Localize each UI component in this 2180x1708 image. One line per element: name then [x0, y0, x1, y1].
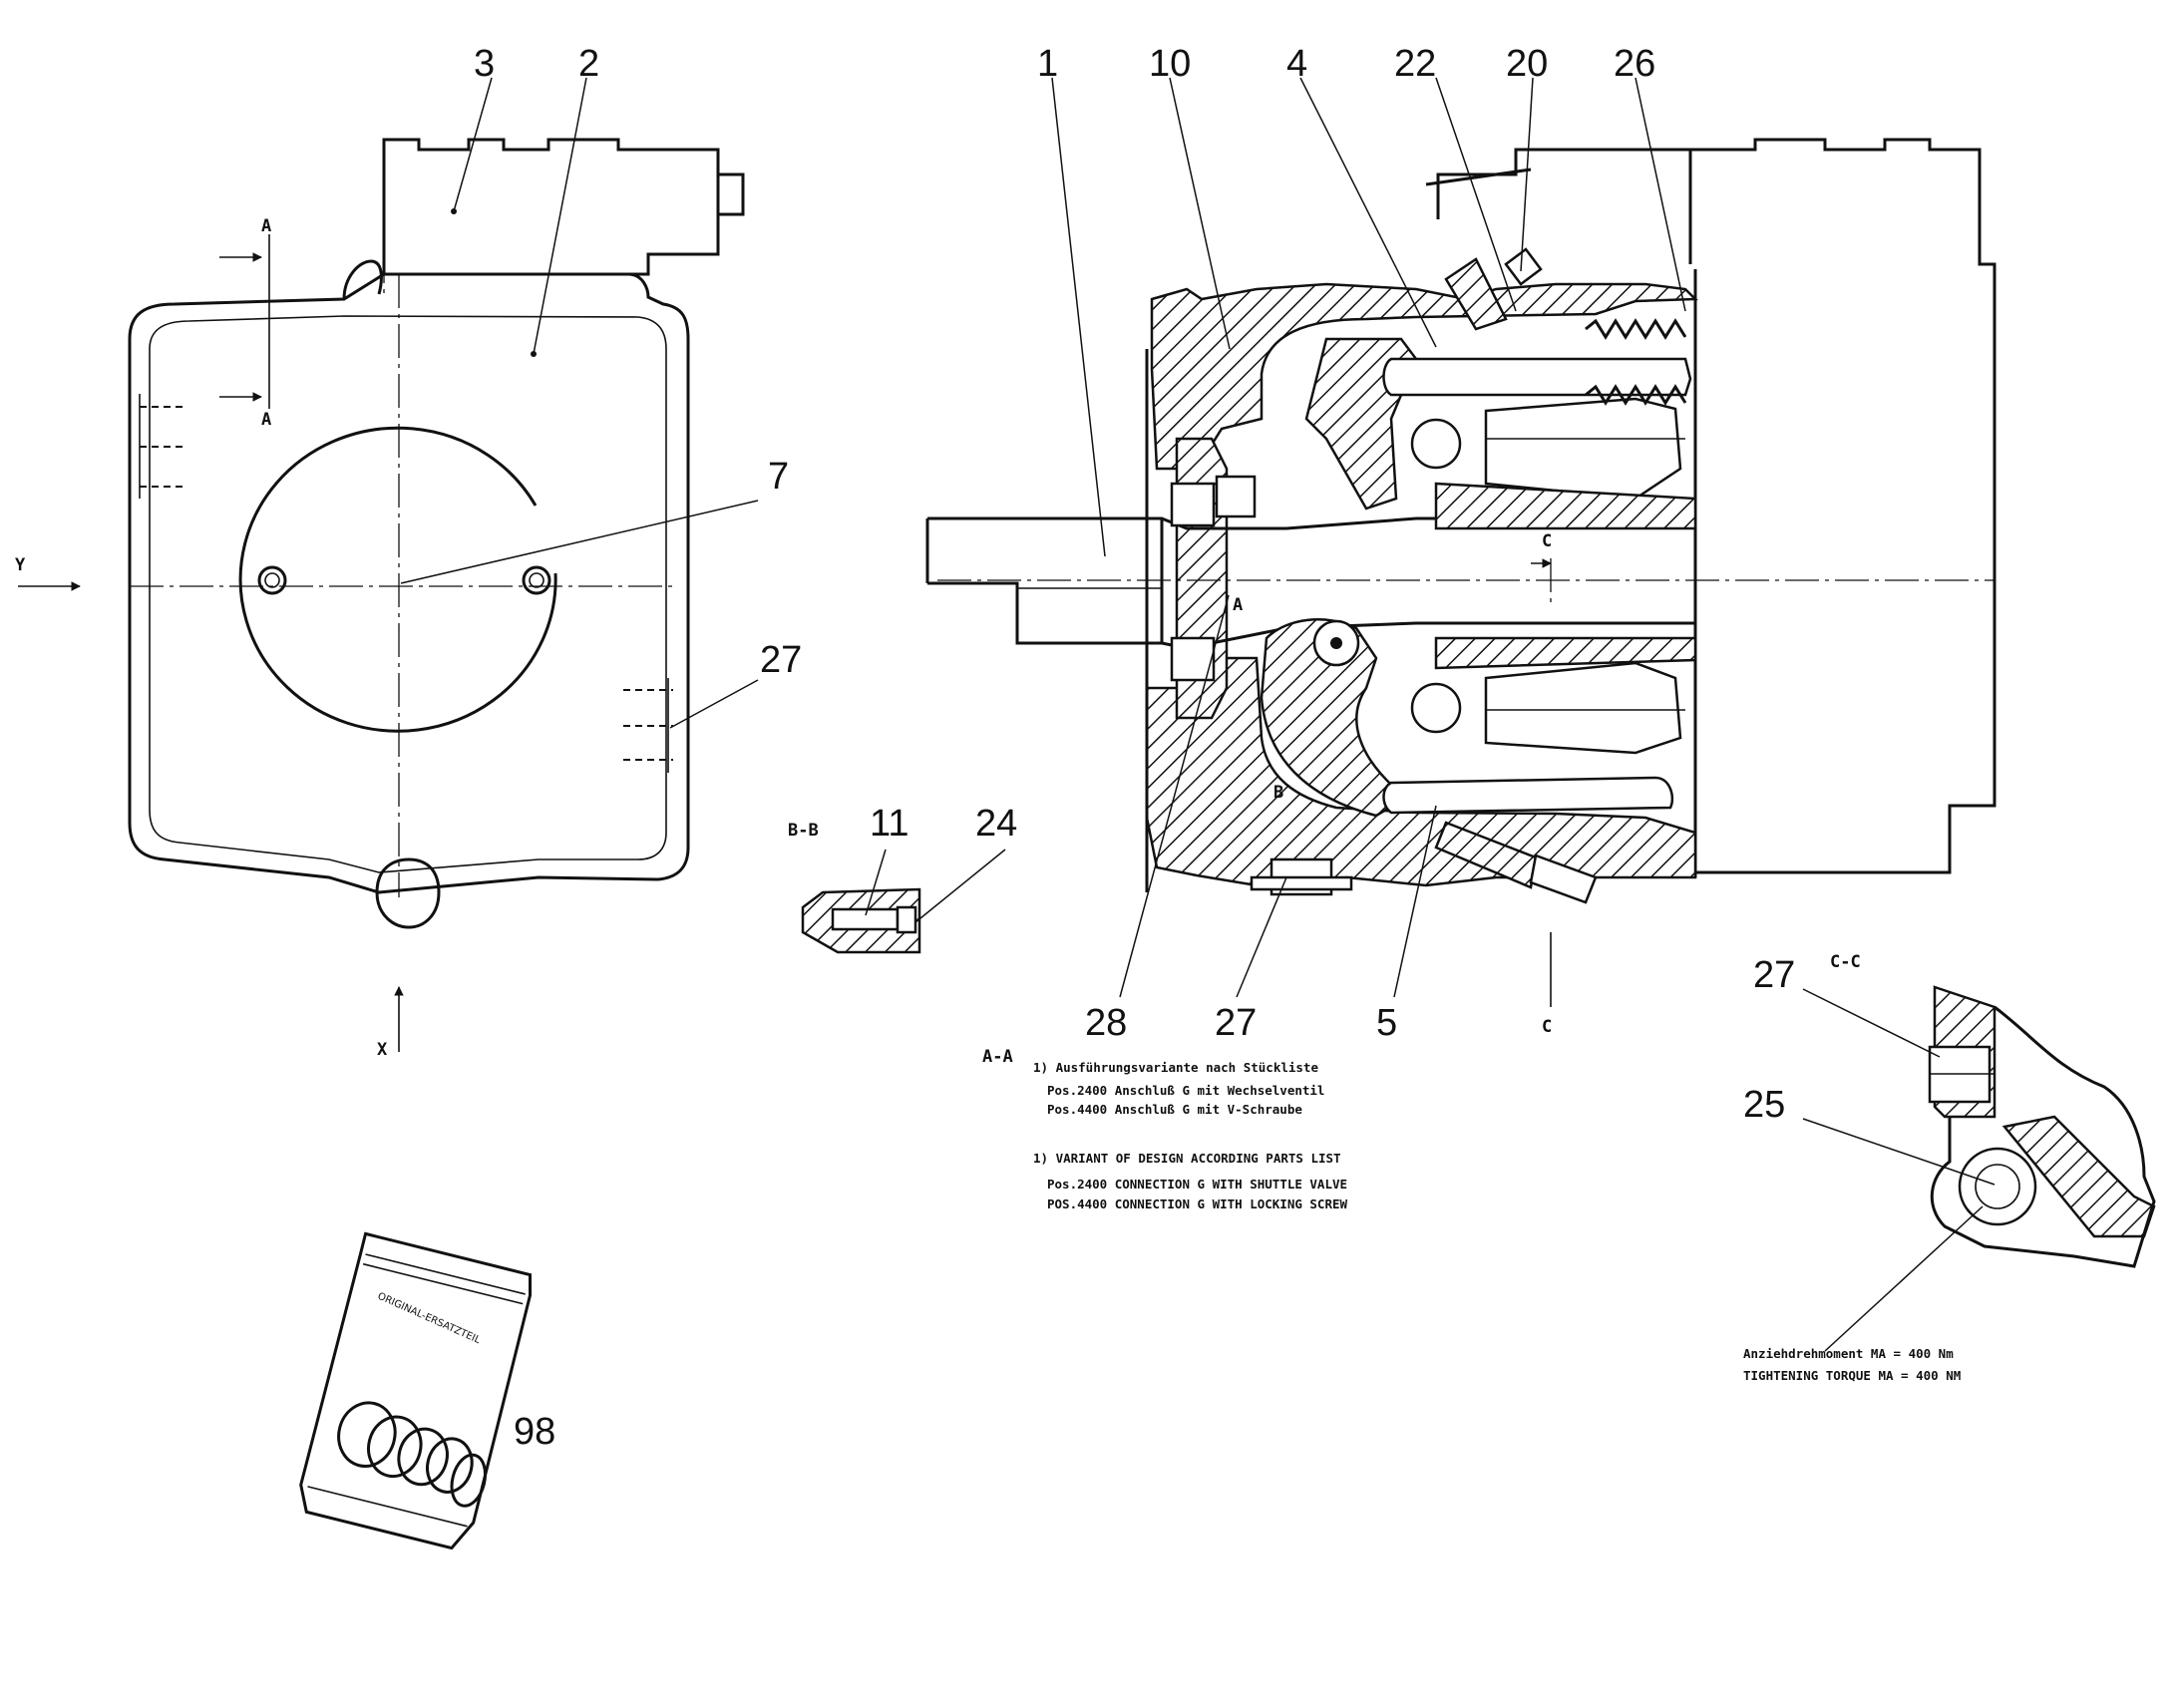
view-label-y: Y	[15, 555, 26, 575]
view-label-b-b: B-B	[788, 821, 819, 841]
view-label-c-bottom: C	[1542, 1017, 1552, 1037]
seal-kit-bag	[299, 1231, 533, 1550]
note-de-line1: 1) Ausführungsvariante nach Stückliste	[1033, 1060, 1318, 1075]
callout-4: 4	[1286, 43, 1307, 85]
note-en-line3: POS.4400 CONNECTION G WITH LOCKING SCREW	[1047, 1196, 1347, 1211]
callout-25: 25	[1743, 1084, 1785, 1126]
note-de-line3: Pos.4400 Anschluß G mit V-Schraube	[1047, 1102, 1302, 1117]
note-torque-de: Anziehdrehmoment MA = 400 Nm	[1743, 1346, 1954, 1361]
callout-98: 98	[514, 1411, 555, 1453]
callout-22: 22	[1394, 43, 1436, 85]
section-view-a-a	[925, 77, 1997, 1007]
callout-3: 3	[474, 43, 495, 85]
callout-27-front: 27	[760, 639, 802, 681]
note-en-line1: 1) VARIANT OF DESIGN ACCORDING PARTS LIS…	[1033, 1151, 1341, 1166]
callout-27-cc: 27	[1753, 954, 1795, 996]
note-torque-en: TIGHTENING TORQUE MA = 400 NM	[1743, 1368, 1961, 1383]
note-en-line2: Pos.2400 CONNECTION G WITH SHUTTLE VALVE	[1047, 1177, 1347, 1192]
view-label-a-inner: A	[1233, 595, 1243, 615]
view-label-a-a: A-A	[982, 1047, 1013, 1067]
callout-2: 2	[578, 43, 599, 85]
view-label-a-bottom: A	[261, 410, 271, 430]
view-label-x: X	[377, 1040, 388, 1060]
note-de-line2: Pos.2400 Anschluß G mit Wechselventil	[1047, 1083, 1324, 1098]
view-label-c-top: C	[1542, 531, 1552, 551]
callout-26: 26	[1614, 43, 1655, 85]
callout-24: 24	[975, 803, 1017, 845]
view-label-a-top: A	[261, 216, 271, 236]
callout-1: 1	[1037, 43, 1058, 85]
bag-label: ORIGINAL-ERSATZTEIL	[376, 1291, 483, 1347]
callout-11: 11	[870, 803, 908, 845]
callout-27-section: 27	[1215, 1002, 1257, 1044]
front-view	[18, 77, 759, 1052]
section-view-c-c	[1802, 985, 2156, 1352]
callout-5: 5	[1376, 1002, 1397, 1044]
callout-7: 7	[768, 456, 789, 498]
callout-28: 28	[1085, 1002, 1127, 1044]
section-view-b-b	[801, 849, 1006, 954]
callout-20: 20	[1506, 43, 1548, 85]
view-label-b-inner: B	[1273, 783, 1283, 803]
view-label-c-c: C-C	[1830, 952, 1861, 972]
callout-10: 10	[1149, 43, 1191, 85]
